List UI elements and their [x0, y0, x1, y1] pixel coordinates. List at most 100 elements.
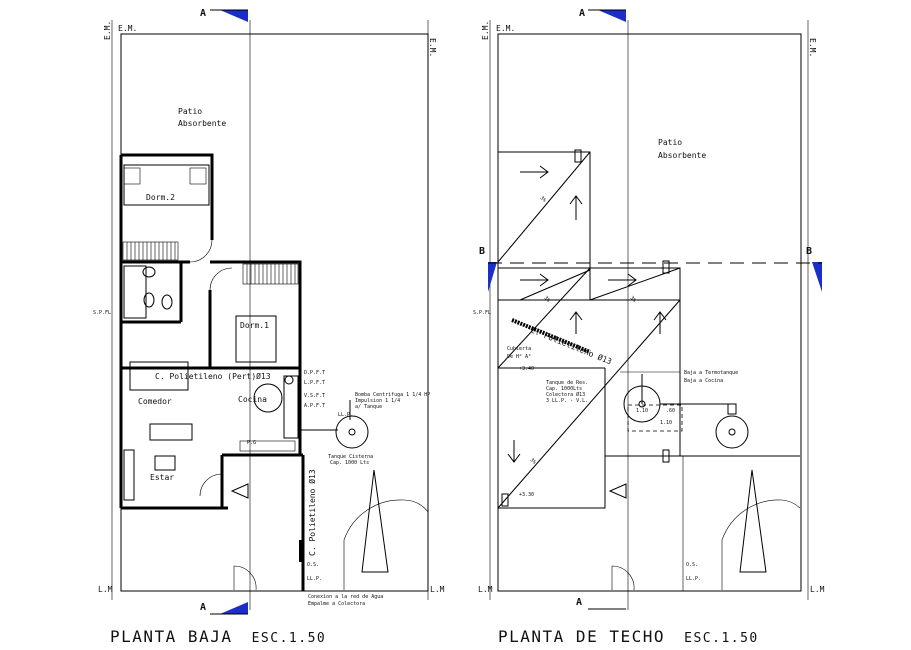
door-swing-hall — [189, 239, 213, 263]
em-side-left: E.M. — [103, 21, 112, 40]
meter-box — [299, 540, 303, 562]
roof-flow-arrows — [507, 165, 667, 463]
closet-hatch-dorm2 — [122, 241, 179, 261]
dim-110: 1.10 — [636, 408, 648, 414]
bomba-line-2: Impulsion 1 1/4 — [355, 398, 400, 404]
roof-slope-lines — [497, 151, 681, 509]
polietileno-label-right: C. Polietileno Ø13 — [529, 325, 613, 367]
section-a-bottom-arrow — [220, 602, 248, 614]
os-label-left: O.S. — [307, 562, 319, 568]
patio-label-2: Absorbente — [178, 119, 226, 128]
title-planta-techo-main: PLANTA DE TECHO — [498, 627, 665, 646]
section-a-bottom-label-r: A — [576, 597, 582, 608]
em-side-right: E.M. — [428, 38, 437, 57]
llp-small-label: LL.P. — [307, 576, 322, 582]
lm-right-r: L.M — [810, 585, 825, 594]
lot-boundary-right — [497, 33, 802, 592]
estar-label: Estar — [150, 473, 174, 482]
heater-tank — [715, 415, 749, 449]
driveway-arc-left — [343, 499, 405, 590]
os-label-right: O.S. — [686, 562, 698, 568]
level-330: +3.30 — [519, 492, 534, 498]
garage-door-swing — [233, 565, 257, 591]
section-b-left-label: B — [479, 246, 485, 257]
em-top-left: E.M. — [118, 24, 137, 33]
driveway-arc-left-right — [721, 499, 783, 590]
dorm2-nightstand-right — [189, 167, 207, 185]
entry-door-swing — [199, 473, 223, 497]
spfl-code-3: V.S.F.T — [304, 393, 325, 399]
heater-center — [728, 428, 736, 436]
coffee-table — [154, 455, 176, 471]
em-side-right-r: E.M. — [808, 38, 817, 57]
dorm1-bed — [235, 315, 277, 363]
conexion-line-2: Empalme a Colectora — [308, 601, 365, 607]
section-b-right-label: B — [806, 246, 812, 257]
tanque-r-line-4: 3 LL.P. - V.L. — [546, 398, 588, 404]
patio-label-1: Patio — [178, 107, 202, 116]
bidet — [161, 294, 173, 310]
door-swing-dorm1 — [209, 267, 233, 291]
spfl-code-1: D.P.F.T — [304, 370, 325, 376]
planta-baja: A A E.M. E.M. E.M. L.M L.M Patio Absorbe… — [93, 8, 445, 615]
downspout-4 — [501, 493, 509, 507]
baja-termotanque: Baja a Termotanque — [684, 370, 738, 376]
title-planta-techo: PLANTA DE TECHO ESC.1.50 — [498, 627, 759, 646]
level-340: +3.40 — [519, 366, 534, 372]
entry-arrow-right — [608, 483, 627, 499]
section-a-top-label: A — [200, 8, 206, 19]
em-top-right: E.M. — [496, 24, 515, 33]
comedor-label: Comedor — [138, 397, 172, 406]
kitchen-round-table — [253, 383, 283, 413]
cocina-label: Cocina — [238, 395, 267, 404]
llp-label-right: LL.P. — [686, 576, 701, 582]
section-a-top-label-r: A — [579, 8, 585, 19]
section-a-top-arrow — [220, 10, 248, 22]
lm-right: L.M — [430, 585, 445, 594]
kitchen-bench — [239, 440, 296, 452]
heater-valve — [727, 403, 737, 415]
cistern-center — [348, 428, 356, 436]
driveway-triangle-right — [739, 469, 767, 573]
title-planta-techo-scale: ESC.1.50 — [684, 631, 759, 646]
slope-label-1: 3% — [539, 195, 548, 204]
em-side-left-r: E.M. — [481, 21, 490, 40]
cubierta-line-2: De H° A° — [507, 354, 531, 360]
slope-label-4: 3% — [529, 457, 538, 466]
building-walls-left — [119, 153, 305, 591]
downspout-2 — [662, 260, 670, 274]
driveway-triangle — [361, 469, 389, 573]
dim-110b: 1.10 — [660, 420, 672, 426]
title-planta-baja: PLANTA BAJA ESC.1.50 — [110, 627, 326, 646]
baja-cocina: Baja a Cocina — [684, 378, 723, 384]
downspout-3 — [662, 449, 670, 463]
roof-outline — [497, 151, 800, 591]
kitchen-sink — [284, 375, 294, 385]
pg-label: P.G — [247, 440, 256, 446]
entry-arrow — [230, 483, 249, 499]
lm-left-r: L.M — [478, 585, 493, 594]
dorm2-label: Dorm.2 — [146, 193, 175, 202]
dorm2-nightstand-left — [123, 167, 141, 185]
bomba-line-1: Bomba Centrifuga 1 1/4 HP — [355, 392, 430, 398]
section-a-bottom-label: A — [200, 602, 206, 613]
spfl-label-left: S.P.FL — [93, 310, 111, 316]
llp-label: LL.P. — [338, 412, 353, 418]
polietileno-horiz-label: C. Polietileno (Pert)Ø13 — [155, 371, 271, 381]
spfl-label-right: S.P.FL — [473, 310, 491, 316]
dining-table — [129, 361, 189, 391]
driveway-arc-right — [403, 499, 429, 513]
section-a-top-arrow-r — [598, 10, 626, 22]
cistern-tank — [335, 415, 369, 449]
planta-de-techo: A A B B E.M. E.M. E.M. L.M L.M Patio Abs… — [473, 8, 825, 610]
tank-base — [627, 404, 683, 432]
driveway-arc-right-right — [781, 499, 801, 509]
kitchen-counter — [283, 375, 299, 439]
tanque-r-line-3: Colectora Ø13 — [546, 391, 585, 398]
toilet — [143, 292, 155, 308]
sofa — [149, 423, 193, 441]
dorm1-label: Dorm.1 — [240, 321, 269, 330]
garage-door-swing-right — [611, 565, 635, 591]
tanque-r-line-2: Cap. 1000Lts — [546, 386, 582, 392]
